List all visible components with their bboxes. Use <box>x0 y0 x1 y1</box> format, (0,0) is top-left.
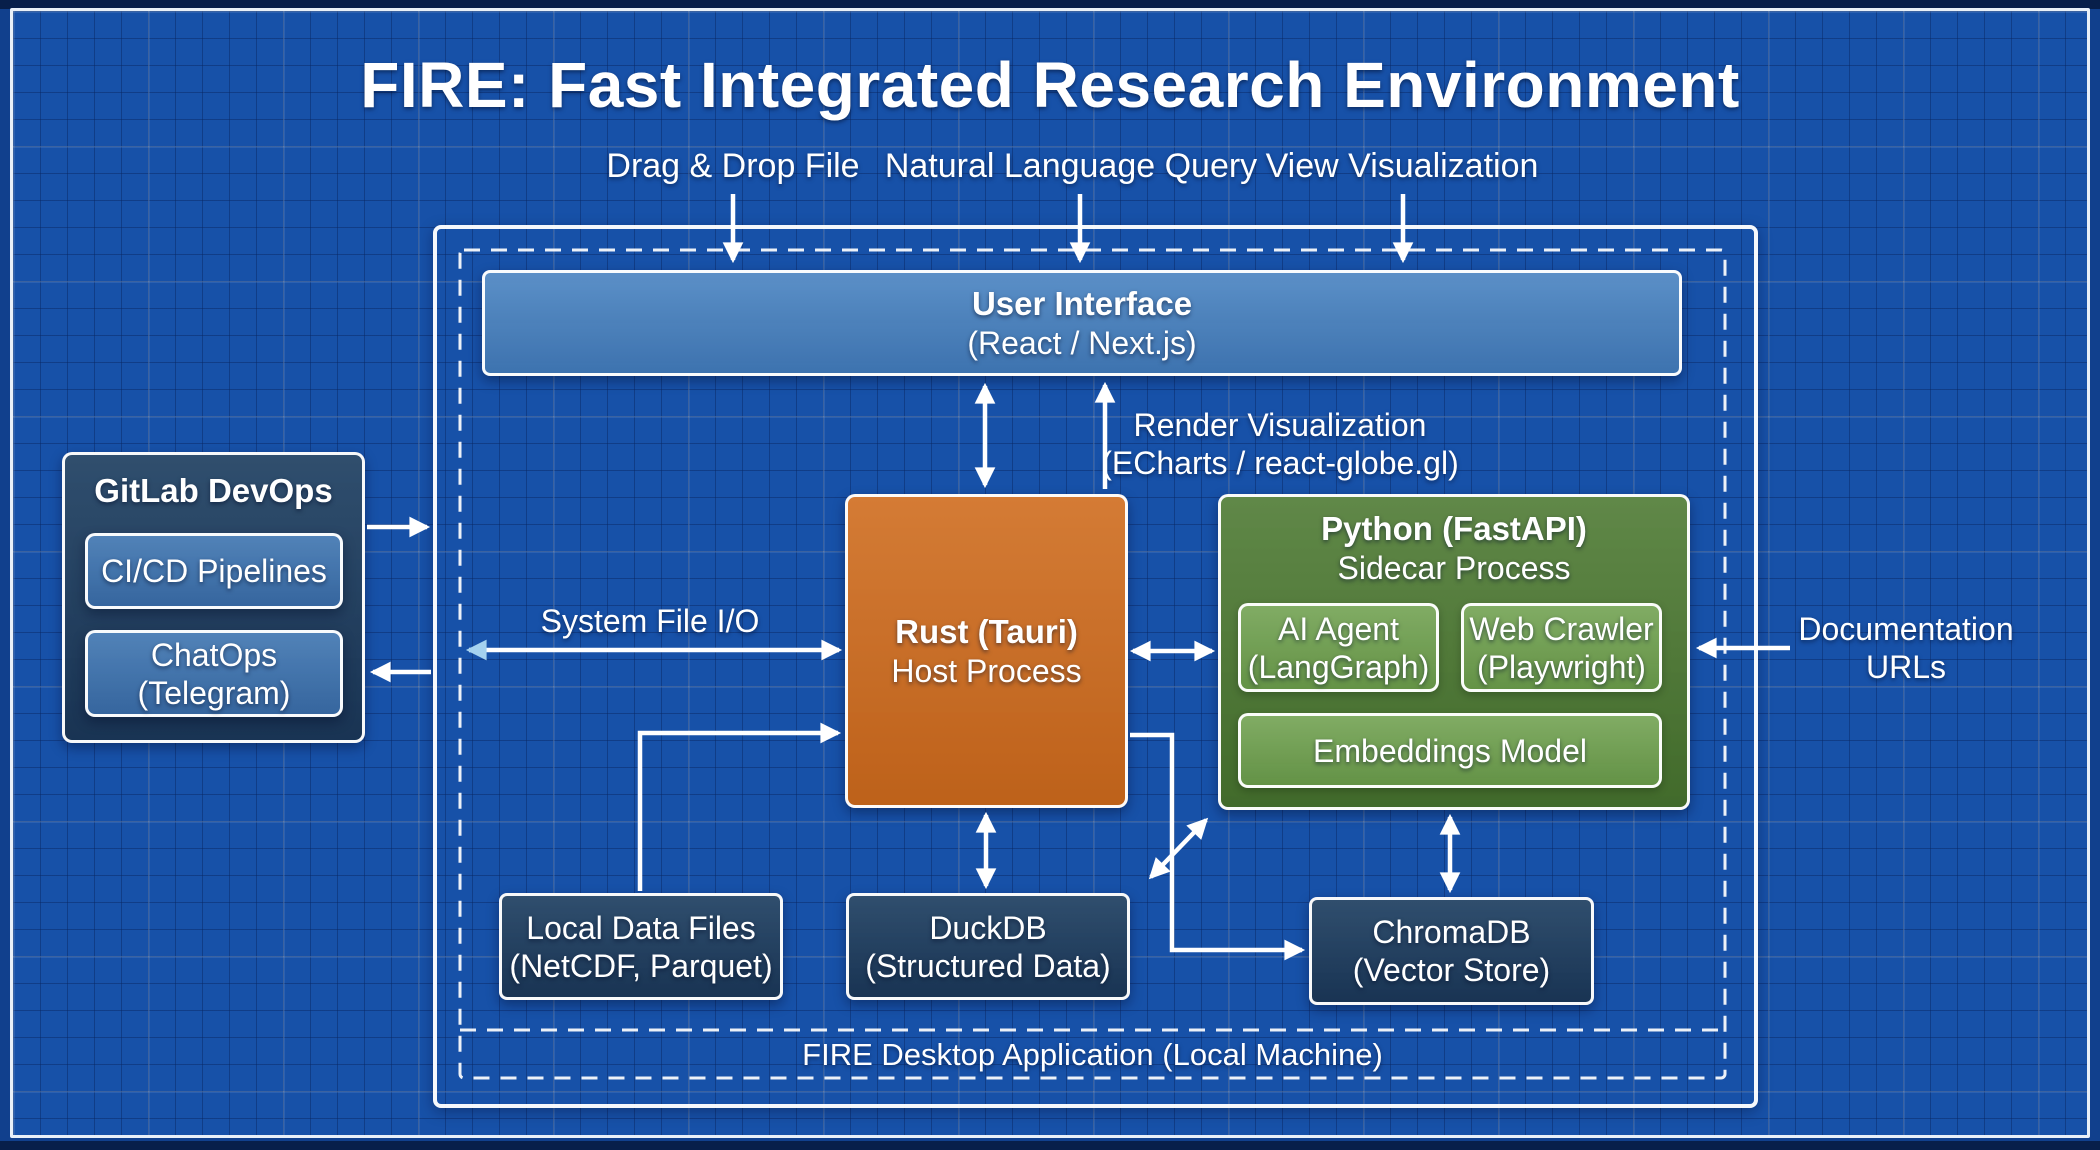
canvas-edge-top <box>0 0 2100 9</box>
documentation-urls-label: Documentation URLs <box>1798 610 2013 686</box>
web-crawler-sublabel: (Playwright) <box>1477 648 1646 685</box>
embeddings-model-box: Embeddings Model <box>1238 713 1662 788</box>
system-file-io-label: System File I/O <box>540 603 760 639</box>
ai-agent-label: AI Agent <box>1278 610 1399 647</box>
diagram-title: FIRE: Fast Integrated Research Environme… <box>360 49 1740 121</box>
gitlab-devops-title: GitLab DevOps <box>94 472 333 509</box>
flow-label-view-visualization: View Visualization <box>1265 147 1539 185</box>
local-data-files-sublabel: (NetCDF, Parquet) <box>509 947 773 984</box>
chatops-sublabel: (Telegram) <box>137 674 291 711</box>
desktop-app-label: FIRE Desktop Application (Local Machine) <box>802 1037 1383 1072</box>
render-visualization-line1: Render Visualization <box>1133 407 1427 443</box>
flow-label-natural-language-query: Natural Language Query <box>884 147 1258 185</box>
ai-agent-sublabel: (LangGraph) <box>1247 648 1430 685</box>
chatops-box: ChatOps (Telegram) <box>85 630 343 717</box>
rust-host-box: Rust (Tauri) Host Process <box>845 494 1128 808</box>
chromadb-box: ChromaDB (Vector Store) <box>1309 897 1594 1005</box>
gitlab-devops-box: GitLab DevOps CI/CD Pipelines ChatOps (T… <box>62 452 365 743</box>
flow-label-drag-drop: Drag & Drop File <box>606 147 860 185</box>
user-interface-box: User Interface (React / Next.js) <box>482 270 1682 376</box>
rust-host-subtitle: Host Process <box>891 653 1082 689</box>
python-sidecar-subtitle: Sidecar Process <box>1337 550 1571 586</box>
documentation-urls-line1: Documentation <box>1798 611 2014 647</box>
web-crawler-label: Web Crawler <box>1469 610 1654 647</box>
duckdb-label: DuckDB <box>929 909 1047 946</box>
canvas-edge-bottom <box>0 1141 2100 1150</box>
duckdb-box: DuckDB (Structured Data) <box>846 893 1130 1000</box>
ai-agent-box: AI Agent (LangGraph) <box>1238 603 1439 692</box>
render-visualization-line2: (ECharts / react-globe.gl) <box>1101 445 1459 481</box>
chromadb-sublabel: (Vector Store) <box>1352 952 1551 988</box>
web-crawler-box: Web Crawler (Playwright) <box>1461 603 1662 692</box>
documentation-urls-line2: URLs <box>1865 649 1947 685</box>
local-data-files-label: Local Data Files <box>526 909 756 946</box>
chromadb-label: ChromaDB <box>1372 914 1531 950</box>
python-sidecar-title: Python (FastAPI) <box>1321 510 1587 547</box>
rust-host-title: Rust (Tauri) <box>895 613 1078 650</box>
user-interface-subtitle: (React / Next.js) <box>967 325 1197 361</box>
chatops-label: ChatOps <box>150 636 278 673</box>
duckdb-sublabel: (Structured Data) <box>865 947 1111 984</box>
embeddings-model-label: Embeddings Model <box>1313 732 1587 769</box>
desktop-app-boundary <box>433 225 1758 1108</box>
python-sidecar-box: Python (FastAPI) Sidecar Process AI Agen… <box>1218 494 1690 810</box>
user-interface-title: User Interface <box>971 285 1193 322</box>
cicd-pipelines-label: CI/CD Pipelines <box>101 553 327 589</box>
cicd-pipelines-box: CI/CD Pipelines <box>85 533 343 609</box>
render-visualization-label: Render Visualization (ECharts / react-gl… <box>1101 406 1458 482</box>
local-data-files-box: Local Data Files (NetCDF, Parquet) <box>499 893 783 1000</box>
